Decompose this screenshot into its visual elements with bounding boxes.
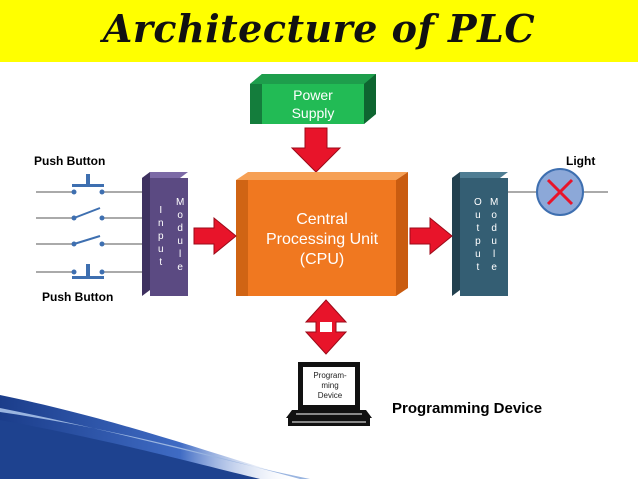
module-letter: e	[177, 262, 183, 273]
module-letter: l	[179, 249, 182, 260]
input-letter: p	[158, 231, 164, 242]
module-letter: M	[176, 197, 185, 208]
output-letter: p	[475, 236, 481, 247]
programming-device-label: Programming Device	[392, 400, 543, 417]
input-letter: u	[158, 244, 164, 255]
output-letter: u	[475, 210, 481, 221]
double-arrow-icon	[304, 299, 348, 355]
input-letter: n	[158, 218, 164, 229]
output-letter: t	[476, 223, 480, 234]
push-button-label-bottom: Push Button	[42, 290, 114, 304]
light-bulb-icon	[508, 168, 608, 216]
computer-icon	[286, 362, 372, 426]
module-letter: e	[491, 262, 497, 273]
input-letter: I	[159, 205, 163, 216]
output-letter: t	[476, 262, 480, 273]
input-wiring	[36, 191, 142, 273]
module-letter: d	[491, 223, 497, 234]
cpu-box	[236, 172, 408, 296]
page-title: Architecture of PLC	[102, 6, 536, 51]
input-module-word: M o d u l e	[176, 196, 184, 274]
decorative-swoosh	[0, 395, 310, 479]
output-module-word: M o d u l e	[490, 196, 498, 274]
push-button-icon	[71, 174, 105, 195]
power-supply-box	[250, 74, 376, 124]
input-module-box	[142, 172, 188, 296]
output-letter: u	[475, 249, 481, 260]
power-supply-label: Power Supply	[291, 87, 335, 121]
module-letter: u	[491, 236, 497, 247]
cpu-label: Central Processing Unit (CPU)	[265, 211, 379, 268]
output-letter: O	[474, 197, 482, 208]
cpu-to-output-arrow	[409, 216, 453, 256]
power-to-cpu-arrow	[290, 127, 342, 173]
input-to-cpu-arrow	[193, 216, 237, 256]
module-letter: d	[177, 223, 183, 234]
module-letter: M	[490, 197, 499, 208]
input-letter: t	[159, 257, 163, 268]
module-letter: o	[177, 210, 183, 221]
light-label: Light	[566, 154, 596, 168]
push-button-label-top: Push Button	[34, 154, 106, 168]
module-letter: o	[491, 210, 497, 221]
title-banner	[0, 0, 638, 62]
computer-screen-text: Program- ming Device	[313, 371, 347, 400]
input-word: I n p u t	[158, 204, 164, 269]
push-button-icon	[71, 264, 105, 279]
switch-icon	[71, 235, 105, 247]
module-letter: l	[493, 249, 496, 260]
switch-icon	[71, 207, 105, 221]
output-module-box	[452, 172, 508, 296]
module-letter: u	[177, 236, 183, 247]
output-word: O u t p u t	[474, 196, 482, 274]
